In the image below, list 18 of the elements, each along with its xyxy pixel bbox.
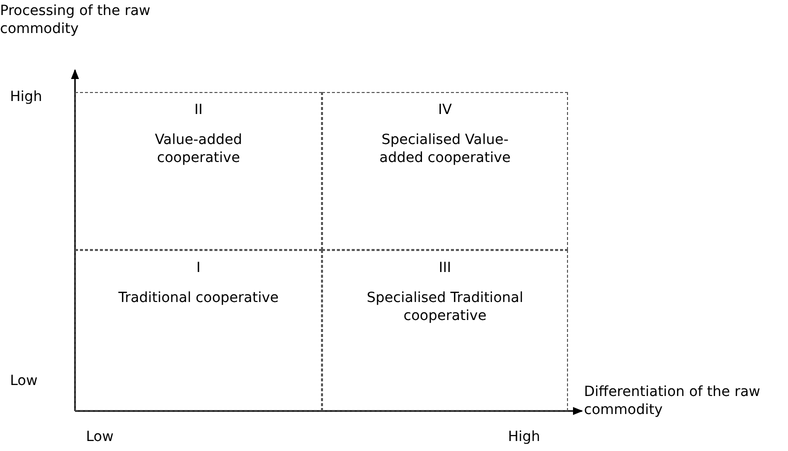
quadrant-label: Value-added cooperative xyxy=(154,131,244,168)
axis-label: High xyxy=(508,428,542,446)
quadrant-label: Traditional cooperative xyxy=(118,289,279,308)
quadrant-box xyxy=(75,250,322,411)
axis-label: High xyxy=(10,88,44,106)
quadrant-label: Specialised Value-added cooperative xyxy=(378,131,512,168)
quadrant-box xyxy=(75,92,322,250)
axis-label: Processing of the raw commodity xyxy=(0,2,152,38)
quadrant-numeral: I xyxy=(196,259,201,278)
axis-label: Low xyxy=(10,372,39,390)
quadrant-box xyxy=(322,92,568,250)
axis-label: Differentiation of the raw commodity xyxy=(584,383,762,420)
quadrant-box xyxy=(322,250,568,411)
axis-label: Low xyxy=(86,428,115,446)
quadrant-numeral: IV xyxy=(438,101,452,120)
quadrant-numeral: III xyxy=(438,259,452,278)
quadrant-label: Specialised Traditional cooperative xyxy=(366,289,524,326)
quadrant-numeral: II xyxy=(194,101,203,120)
